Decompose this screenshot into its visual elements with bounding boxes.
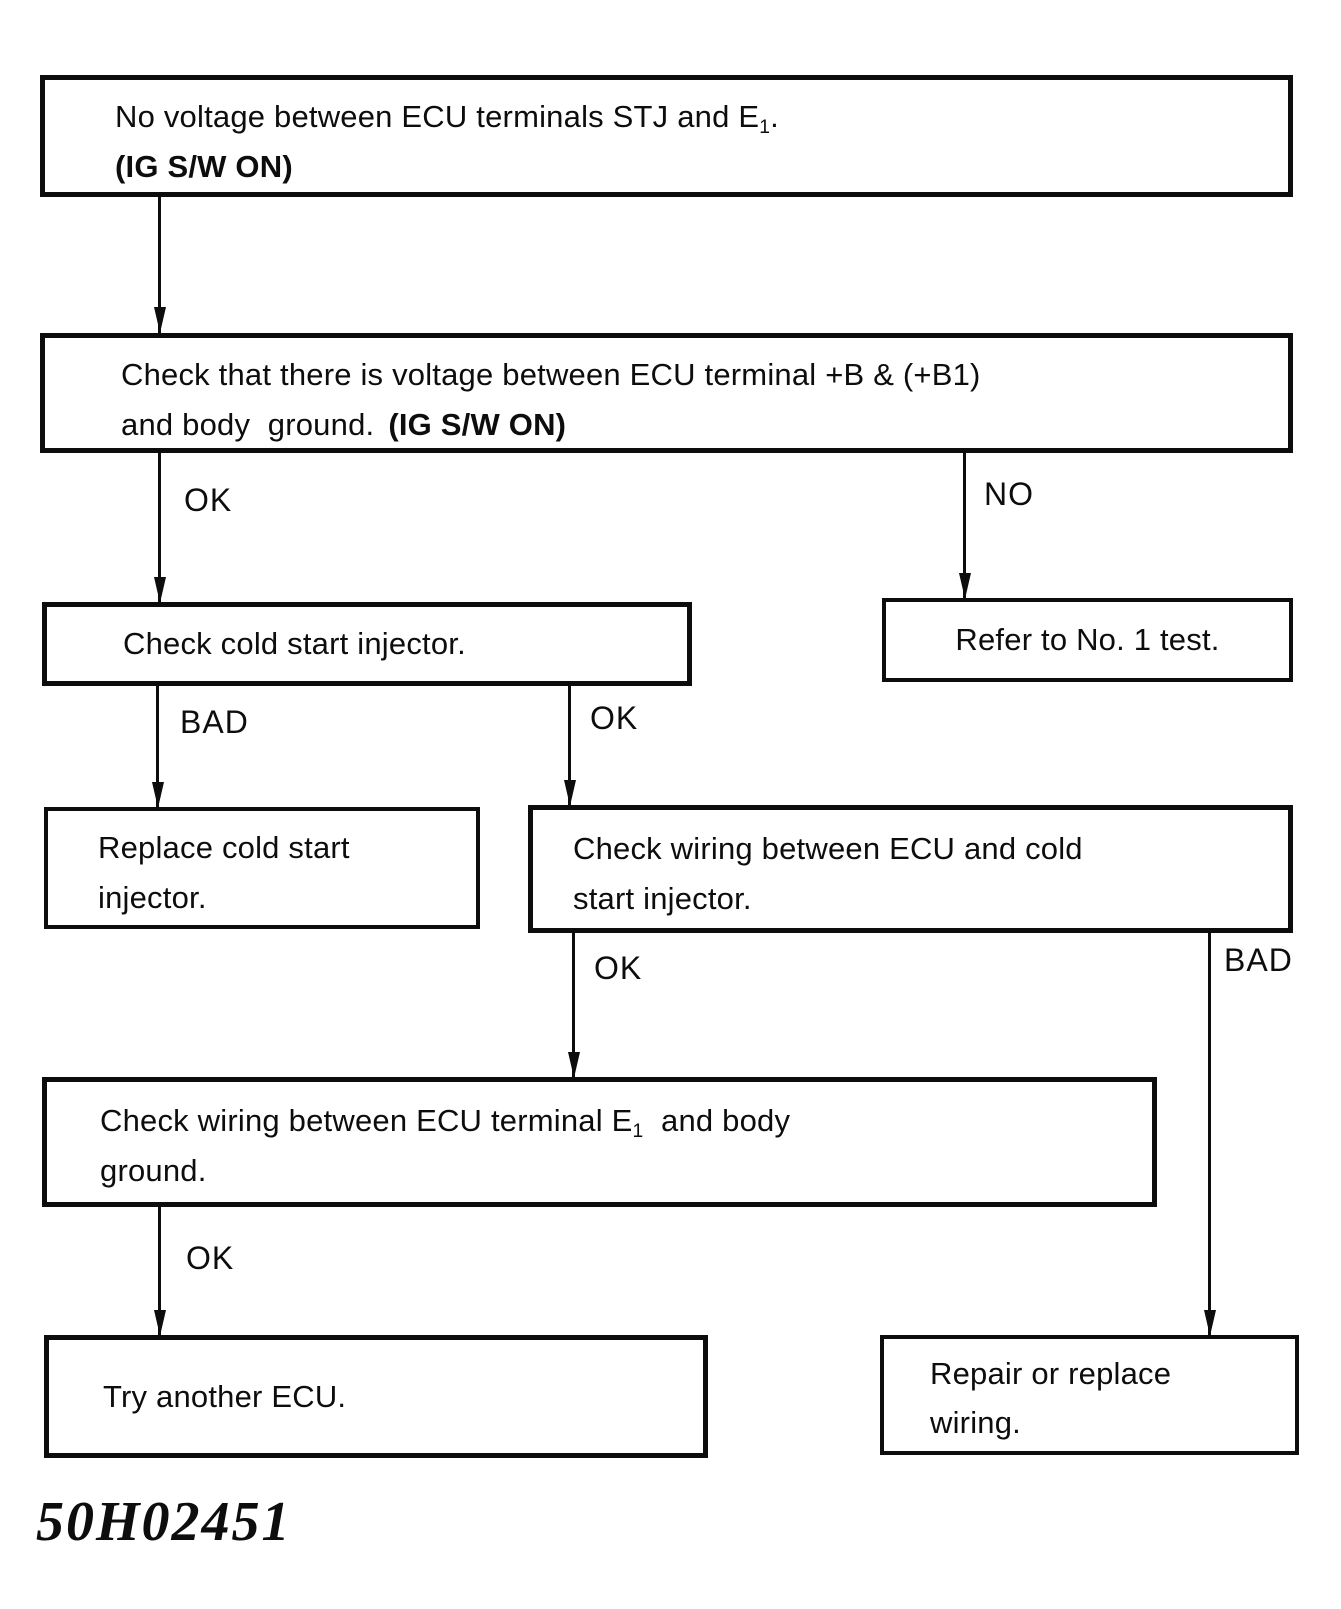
- node-text-ig-sw-on: (IG S/W ON): [388, 407, 567, 442]
- node-text-line1: Check wiring between ECU terminal E1 and…: [100, 1096, 1152, 1146]
- node-text: Check wiring between ECU terminal E: [100, 1103, 633, 1138]
- node-text: Try another ECU.: [103, 1378, 347, 1414]
- node-check-voltage-b-b1: Check that there is voltage between ECU …: [40, 333, 1293, 453]
- connector-injector-bad-to-replace: [156, 686, 159, 808]
- node-text-line2: and body ground. (IG S/W ON): [121, 400, 1278, 450]
- node-text-line1: Replace cold start: [98, 830, 350, 865]
- connector-voltage-ok-to-check-injector: [158, 453, 161, 603]
- node-check-wiring-e1-ground: Check wiring between ECU terminal E1 and…: [42, 1077, 1157, 1207]
- node-text-line1: Check wiring between ECU and cold: [573, 831, 1083, 866]
- connector-start-to-check-voltage: [158, 197, 161, 333]
- edge-label-wiring-bad: BAD: [1224, 942, 1293, 978]
- edge-label-injector-bad: BAD: [180, 704, 249, 740]
- node-text-line2: injector.: [98, 880, 207, 915]
- node-no-voltage-stj-e1: No voltage between ECU terminals STJ and…: [40, 75, 1293, 197]
- subscript-1: 1: [759, 116, 771, 138]
- connector-wiring-bad-to-repair: [1208, 933, 1211, 1336]
- edge-label-wiring-ok: OK: [594, 950, 643, 986]
- node-replace-cold-start-injector: Replace cold start injector.: [44, 807, 480, 929]
- node-text-line2: start injector.: [573, 881, 752, 916]
- node-text: and body ground.: [121, 407, 375, 442]
- subscript-1: 1: [632, 1120, 644, 1142]
- node-text-line2: ground.: [100, 1153, 207, 1188]
- connector-ground-ok-to-try-ecu: [158, 1207, 161, 1336]
- node-text-line2: wiring.: [930, 1405, 1021, 1440]
- connector-injector-ok-to-check-wiring: [568, 686, 571, 806]
- node-text-line1: No voltage between ECU terminals STJ and…: [115, 92, 1278, 142]
- connector-voltage-no-to-refer-test: [963, 453, 966, 599]
- node-repair-or-replace-wiring: Repair or replace wiring.: [880, 1335, 1299, 1455]
- node-check-wiring-ecu-injector: Check wiring between ECU and cold start …: [528, 805, 1293, 933]
- node-try-another-ecu: Try another ECU.: [44, 1335, 708, 1458]
- edge-label-voltage-no: NO: [984, 476, 1034, 512]
- node-text-line1: Repair or replace: [930, 1356, 1172, 1391]
- node-refer-to-no1-test: Refer to No. 1 test.: [882, 598, 1293, 682]
- edge-label-ground-ok: OK: [186, 1240, 235, 1276]
- node-check-cold-start-injector: Check cold start injector.: [42, 602, 692, 686]
- node-text: Check cold start injector.: [123, 626, 466, 661]
- node-text: .: [770, 99, 779, 134]
- edge-label-injector-ok: OK: [590, 700, 639, 736]
- node-text-line1: Check that there is voltage between ECU …: [121, 357, 981, 392]
- figure-code: 50H02451: [36, 1491, 292, 1553]
- node-text: and body: [643, 1103, 791, 1138]
- node-text: Refer to No. 1 test.: [955, 622, 1220, 657]
- connector-wiring-ok-to-check-ground: [572, 933, 575, 1078]
- node-text-line2-ig-sw-on: (IG S/W ON): [115, 149, 293, 184]
- edge-label-voltage-ok: OK: [184, 482, 233, 518]
- node-text: No voltage between ECU terminals STJ and…: [115, 99, 760, 134]
